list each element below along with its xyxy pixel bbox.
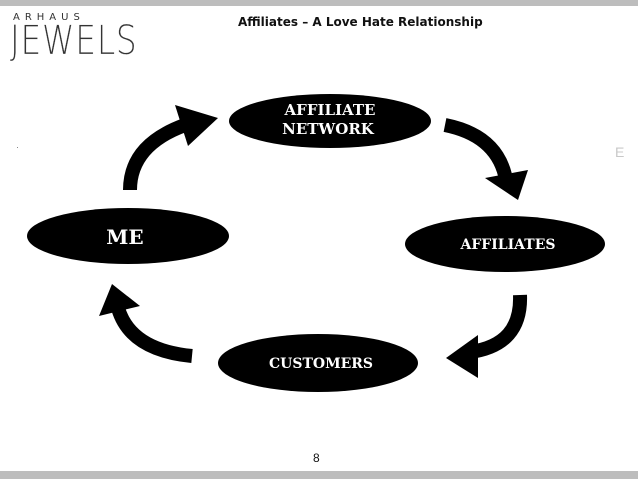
logo-top-text: ARHAUS — [13, 12, 85, 23]
node-me: ME — [27, 208, 229, 264]
node-affiliates: AFFILIATES — [405, 216, 605, 272]
bottom-bar — [0, 471, 638, 479]
logo-main-text: JEWELS — [10, 18, 138, 64]
arrow-me-to-network — [123, 105, 218, 191]
brand-logo: ARHAUS JEWELS — [10, 12, 160, 64]
arrow-affiliates-to-customers — [446, 294, 528, 378]
stray-dot — [17, 147, 18, 148]
page-number: 8 — [313, 451, 320, 465]
node-me-label: ME — [106, 225, 143, 249]
node-affiliate-network-line2: NETWORK — [282, 120, 375, 138]
arrow-network-to-affiliates — [443, 118, 528, 200]
arrow-customers-to-me — [99, 284, 193, 363]
node-customers: CUSTOMERS — [218, 334, 418, 392]
slide-title: Affiliates – A Love Hate Relationship — [238, 15, 483, 29]
node-customers-label: CUSTOMERS — [269, 356, 373, 372]
node-affiliates-label: AFFILIATES — [460, 237, 556, 253]
top-bar — [0, 0, 638, 6]
node-affiliate-network-line1: AFFILIATE — [284, 101, 376, 119]
side-letter: E — [615, 144, 625, 160]
node-affiliate-network: AFFILIATE NETWORK — [229, 94, 431, 148]
